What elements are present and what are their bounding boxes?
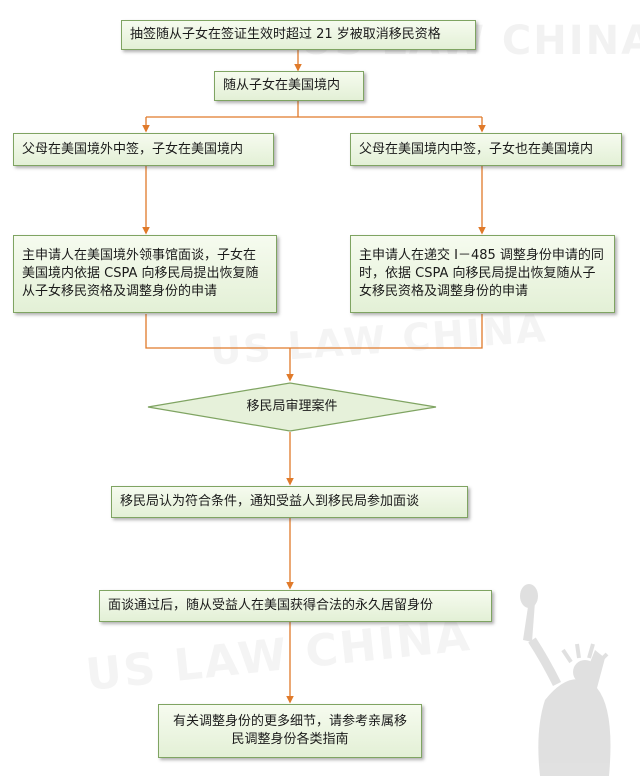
step-permanent-residence-text: 面谈通过后，随从受益人在美国获得合法的永久居留身份 — [108, 598, 434, 613]
connector-merge — [145, 314, 483, 349]
statue-of-liberty-icon — [520, 584, 611, 776]
left-branch-condition: 父母在美国境外中签，子女在美国境内 — [13, 133, 274, 166]
step-lottery-age-out-text: 抽签随从子女在签证生效时超过 21 岁被取消移民资格 — [130, 27, 441, 42]
right-branch-condition-text: 父母在美国境内中签，子女也在美国境内 — [359, 141, 594, 157]
step-interview-notice-text: 移民局认为符合条件，通知受益人到移民局参加面谈 — [120, 494, 420, 509]
final-guide-note-text: 有关调整身份的更多细节，请参考亲属移民调整身份各类指南 — [172, 714, 407, 747]
right-branch-action-text: 主申请人在递交 I－485 调整身份申请的同时，依据 CSPA 向移民局提出恢复… — [359, 248, 604, 299]
step-child-in-us: 随从子女在美国境内 — [214, 71, 364, 101]
decision-label: 移民局审理案件 — [246, 399, 338, 414]
left-branch-action: 主申请人在美国境外领事馆面谈，子女在美国境内依据 CSPA 向移民局提出恢复随从… — [13, 235, 277, 313]
final-guide-note: 有关调整身份的更多细节，请参考亲属移民调整身份各类指南 — [158, 704, 422, 758]
step-interview-notice: 移民局认为符合条件，通知受益人到移民局参加面谈 — [111, 486, 468, 518]
step-child-in-us-text: 随从子女在美国境内 — [223, 78, 341, 93]
decision-diamond — [147, 382, 437, 432]
left-branch-condition-text: 父母在美国境外中签，子女在美国境内 — [22, 141, 244, 157]
left-branch-action-text: 主申请人在美国境外领事馆面谈，子女在美国境内依据 CSPA 向移民局提出恢复随从… — [22, 248, 259, 299]
step-permanent-residence: 面谈通过后，随从受益人在美国获得合法的永久居留身份 — [99, 590, 492, 622]
right-branch-action: 主申请人在递交 I－485 调整身份申请的同时，依据 CSPA 向移民局提出恢复… — [350, 235, 615, 313]
step-lottery-age-out: 抽签随从子女在签证生效时超过 21 岁被取消移民资格 — [121, 20, 476, 50]
right-branch-condition: 父母在美国境内中签，子女也在美国境内 — [350, 133, 622, 166]
